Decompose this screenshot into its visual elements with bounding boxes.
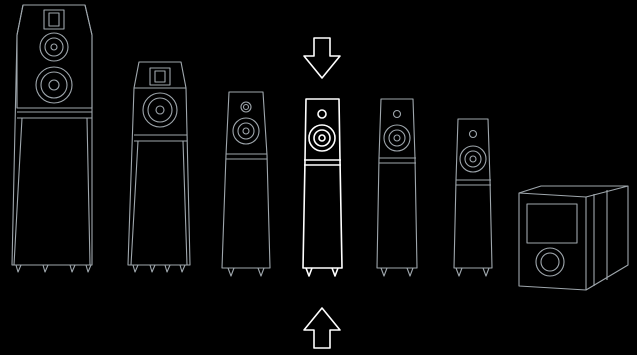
speaker-slim-tower-b[interactable] (376, 98, 418, 277)
down-arrow-icon (303, 37, 341, 79)
speaker-compact-tower[interactable] (453, 118, 493, 277)
speaker-medium-tower[interactable] (127, 61, 191, 273)
up-arrow-icon (303, 307, 341, 349)
speaker-slim-tower-a[interactable] (221, 91, 271, 277)
speaker-slim-tower-selected[interactable] (302, 98, 343, 277)
speaker-large-tower[interactable] (11, 4, 93, 273)
subwoofer[interactable] (518, 185, 629, 291)
